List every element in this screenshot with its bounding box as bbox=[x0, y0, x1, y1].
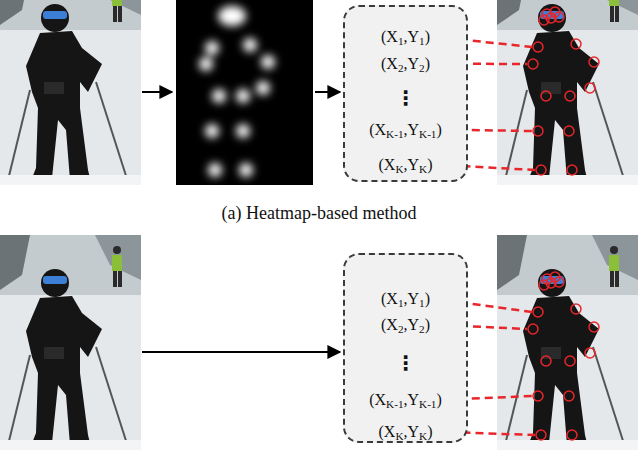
flow-arrow bbox=[142, 91, 172, 93]
flow-arrow bbox=[315, 91, 340, 93]
coordinate-text: (XK,YK) bbox=[345, 156, 466, 174]
coordinate-box: (X1,Y1) (X2,Y2) ⋮ (XK-1,YK-1) (XK,YK) bbox=[343, 5, 468, 182]
coordinate-text: (X2,Y2) bbox=[345, 316, 466, 334]
heatmap bbox=[176, 0, 313, 185]
flow-arrow bbox=[142, 351, 340, 353]
heatmap-blobs bbox=[199, 6, 275, 177]
coordinate-text: (XK-1,YK-1) bbox=[345, 121, 466, 139]
output-photo bbox=[497, 0, 638, 185]
coordinate-text: (X1,Y1) bbox=[345, 28, 466, 46]
caption: (a) Heatmap-based method bbox=[0, 203, 638, 224]
coordinate-text: (XK-1,YK-1) bbox=[345, 391, 466, 409]
coordinate-box: (X1,Y1) (X2,Y2) ⋮ (XK-1,YK-1) (XK,YK) bbox=[343, 253, 468, 443]
coordinate-text: (XK,YK) bbox=[345, 423, 466, 441]
coordinate-text: (X1,Y1) bbox=[345, 290, 466, 308]
input-photo bbox=[0, 0, 141, 185]
coordinate-text: (X2,Y2) bbox=[345, 55, 466, 73]
output-photo bbox=[497, 235, 638, 450]
ellipsis: ⋮ bbox=[345, 352, 466, 374]
ellipsis: ⋮ bbox=[345, 87, 466, 109]
input-photo bbox=[0, 235, 141, 450]
